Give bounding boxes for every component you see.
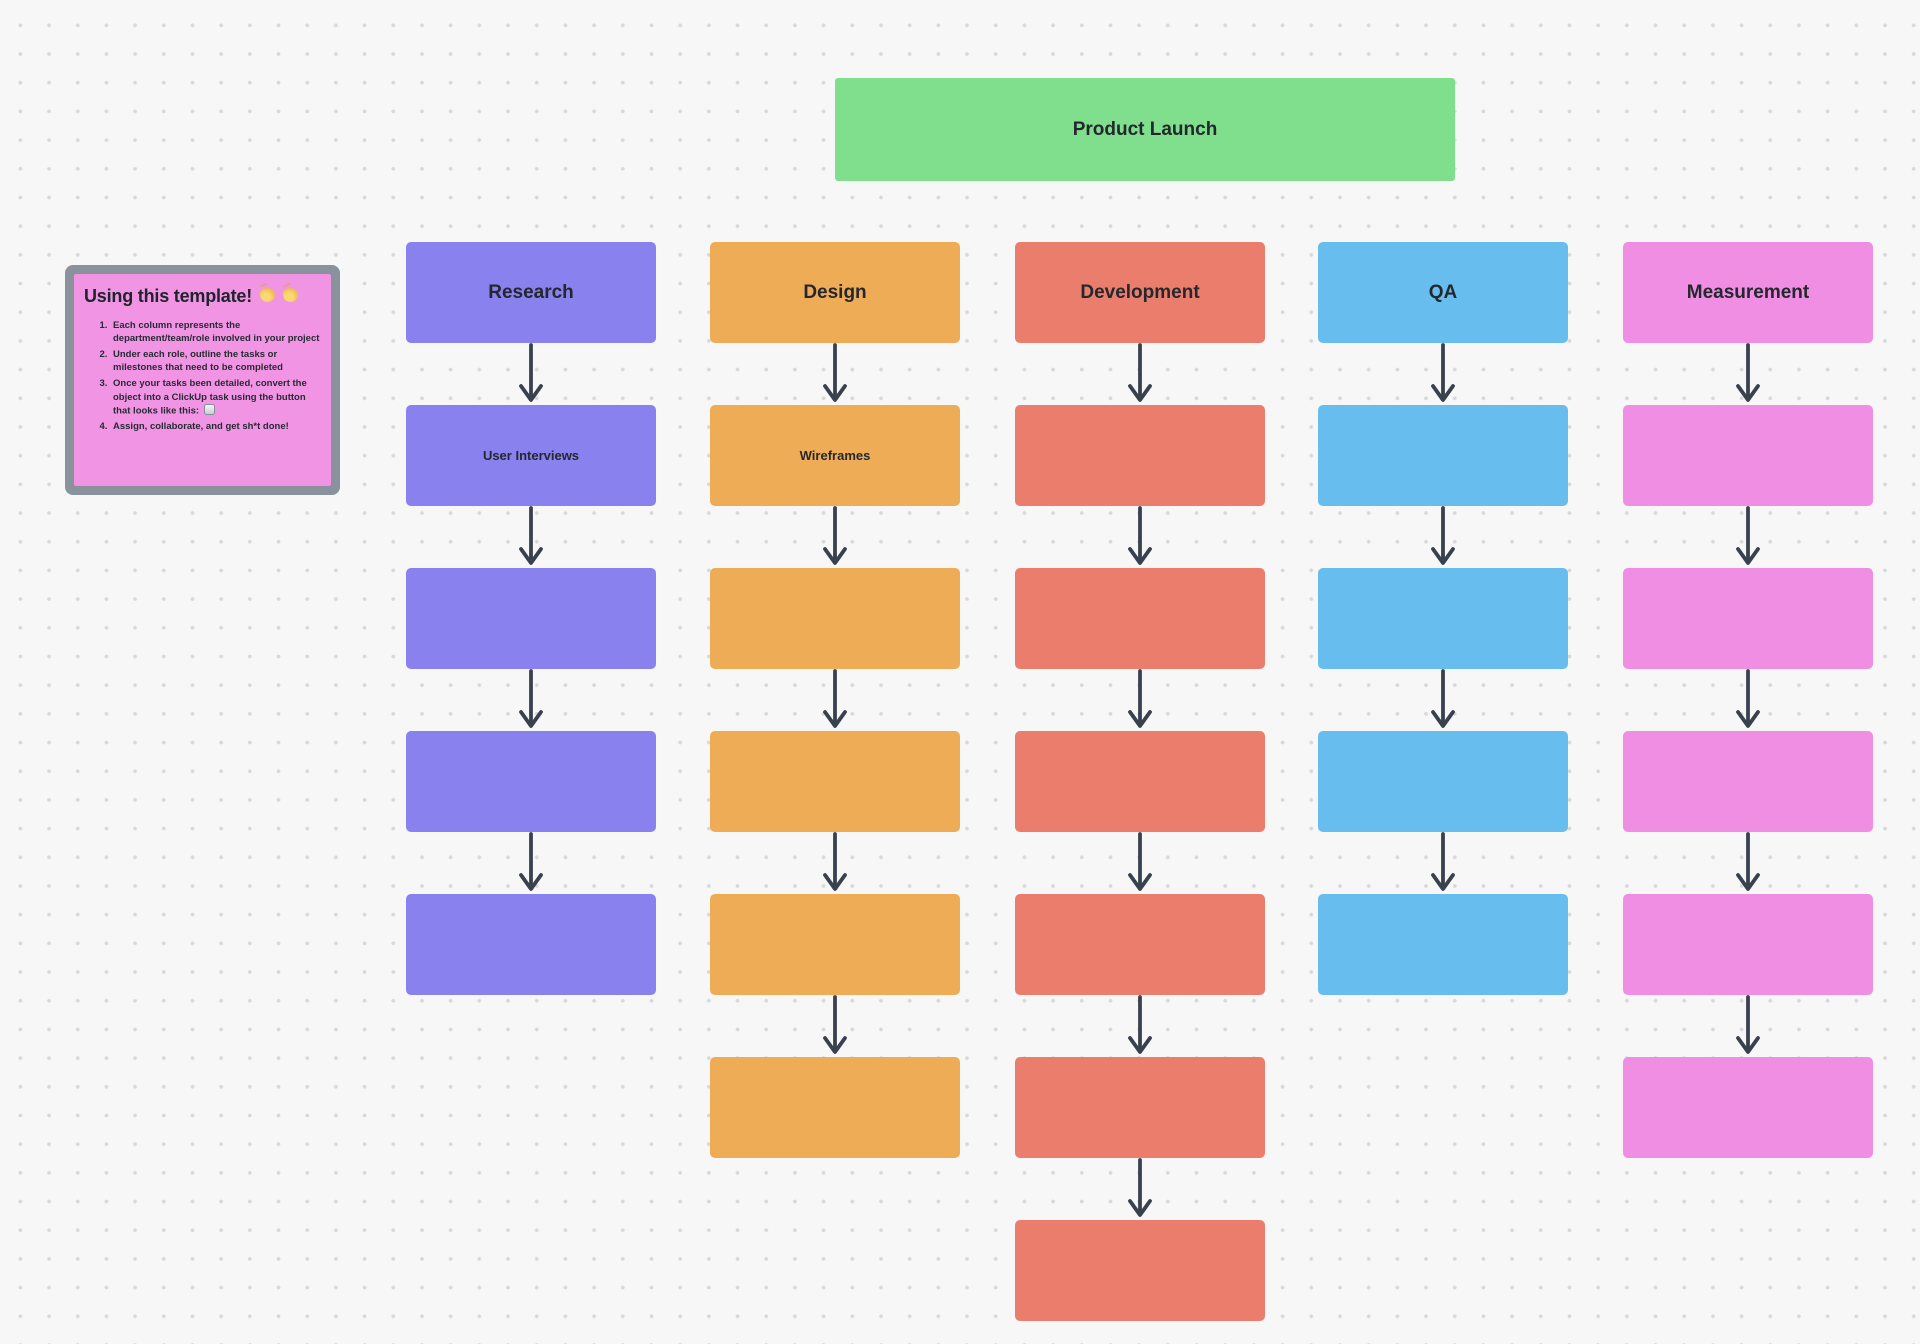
connector-arrow[interactable] bbox=[1428, 506, 1458, 568]
node-design-header[interactable]: Design bbox=[710, 242, 960, 343]
note-item-text: Assign, collaborate, and get sh*t done! bbox=[113, 421, 289, 433]
sticky-note-body: Using this template! Each column represe… bbox=[74, 274, 331, 486]
column-design: Design Wireframes bbox=[710, 242, 960, 1158]
note-item: Under each role, outline the tasks or mi… bbox=[110, 348, 321, 374]
node-user-interviews[interactable]: User Interviews bbox=[406, 405, 656, 506]
node-development-header[interactable]: Development bbox=[1015, 242, 1265, 343]
connector-arrow[interactable] bbox=[1125, 995, 1155, 1057]
node-task[interactable] bbox=[1015, 1220, 1265, 1321]
node-task[interactable] bbox=[1015, 1057, 1265, 1158]
node-task[interactable] bbox=[710, 731, 960, 832]
column-qa: QA bbox=[1318, 242, 1568, 995]
node-task[interactable] bbox=[1015, 568, 1265, 669]
connector-arrow[interactable] bbox=[1125, 832, 1155, 894]
node-task[interactable] bbox=[1318, 731, 1568, 832]
node-label: QA bbox=[1428, 281, 1458, 303]
connector-arrow[interactable] bbox=[820, 995, 850, 1057]
connector-arrow[interactable] bbox=[1733, 343, 1763, 405]
node-task[interactable] bbox=[710, 568, 960, 669]
connector-arrow[interactable] bbox=[516, 343, 546, 405]
node-task[interactable] bbox=[710, 894, 960, 995]
node-task[interactable] bbox=[1318, 405, 1568, 506]
node-label: Measurement bbox=[1686, 281, 1810, 303]
node-qa-header[interactable]: QA bbox=[1318, 242, 1568, 343]
clapping-hands-emoji bbox=[281, 286, 300, 304]
node-task[interactable] bbox=[406, 731, 656, 832]
node-task[interactable] bbox=[1318, 894, 1568, 995]
node-task[interactable] bbox=[1623, 568, 1873, 669]
column-development: Development bbox=[1015, 242, 1265, 1321]
connector-arrow[interactable] bbox=[820, 832, 850, 894]
clapping-hands-emoji bbox=[258, 286, 277, 304]
node-label: Wireframes bbox=[799, 448, 871, 463]
note-instructions: Each column represents the department/te… bbox=[84, 319, 321, 433]
node-task[interactable] bbox=[406, 894, 656, 995]
note-title: Using this template! bbox=[84, 286, 321, 307]
column-research: Research User Interviews bbox=[406, 242, 656, 995]
connector-arrow[interactable] bbox=[516, 506, 546, 568]
note-title-text: Using this template! bbox=[84, 286, 253, 306]
connector-arrow[interactable] bbox=[1125, 506, 1155, 568]
connector-arrow[interactable] bbox=[820, 343, 850, 405]
node-task[interactable] bbox=[1623, 1057, 1873, 1158]
note-item-text: Once your tasks been detailed, convert t… bbox=[113, 378, 307, 417]
connector-arrow[interactable] bbox=[1733, 506, 1763, 568]
node-task[interactable] bbox=[1623, 894, 1873, 995]
connector-arrow[interactable] bbox=[820, 506, 850, 568]
connector-arrow[interactable] bbox=[1733, 832, 1763, 894]
node-product-launch[interactable]: Product Launch bbox=[835, 78, 1455, 181]
node-label: Development bbox=[1080, 281, 1200, 303]
connector-arrow[interactable] bbox=[820, 669, 850, 731]
column-measurement: Measurement bbox=[1623, 242, 1873, 1158]
note-item-text: Under each role, outline the tasks or mi… bbox=[113, 349, 283, 374]
connector-arrow[interactable] bbox=[516, 832, 546, 894]
connector-arrow[interactable] bbox=[1733, 995, 1763, 1057]
note-item-text: Each column represents the department/te… bbox=[113, 320, 320, 345]
node-task[interactable] bbox=[1015, 731, 1265, 832]
connector-arrow[interactable] bbox=[1125, 343, 1155, 405]
connector-arrow[interactable] bbox=[516, 669, 546, 731]
connector-arrow[interactable] bbox=[1125, 1158, 1155, 1220]
node-label: Product Launch bbox=[1072, 118, 1218, 140]
node-measurement-header[interactable]: Measurement bbox=[1623, 242, 1873, 343]
node-label: User Interviews bbox=[482, 448, 580, 463]
node-task[interactable] bbox=[1623, 405, 1873, 506]
connector-arrow[interactable] bbox=[1125, 669, 1155, 731]
node-label: Research bbox=[488, 281, 574, 303]
node-task[interactable] bbox=[710, 1057, 960, 1158]
connector-arrow[interactable] bbox=[1428, 669, 1458, 731]
node-task[interactable] bbox=[1015, 894, 1265, 995]
node-wireframes[interactable]: Wireframes bbox=[710, 405, 960, 506]
clickup-task-icon bbox=[203, 403, 215, 415]
node-task[interactable] bbox=[1318, 568, 1568, 669]
connector-arrow[interactable] bbox=[1428, 343, 1458, 405]
connector-arrow[interactable] bbox=[1733, 669, 1763, 731]
node-task[interactable] bbox=[406, 568, 656, 669]
sticky-note[interactable]: Using this template! Each column represe… bbox=[65, 265, 340, 495]
node-task[interactable] bbox=[1623, 731, 1873, 832]
note-item: Each column represents the department/te… bbox=[110, 319, 321, 345]
node-task[interactable] bbox=[1015, 405, 1265, 506]
node-research-header[interactable]: Research bbox=[406, 242, 656, 343]
note-item: Assign, collaborate, and get sh*t done! bbox=[110, 420, 321, 433]
note-item: Once your tasks been detailed, convert t… bbox=[110, 377, 321, 417]
connector-arrow[interactable] bbox=[1428, 832, 1458, 894]
node-label: Design bbox=[803, 281, 867, 303]
